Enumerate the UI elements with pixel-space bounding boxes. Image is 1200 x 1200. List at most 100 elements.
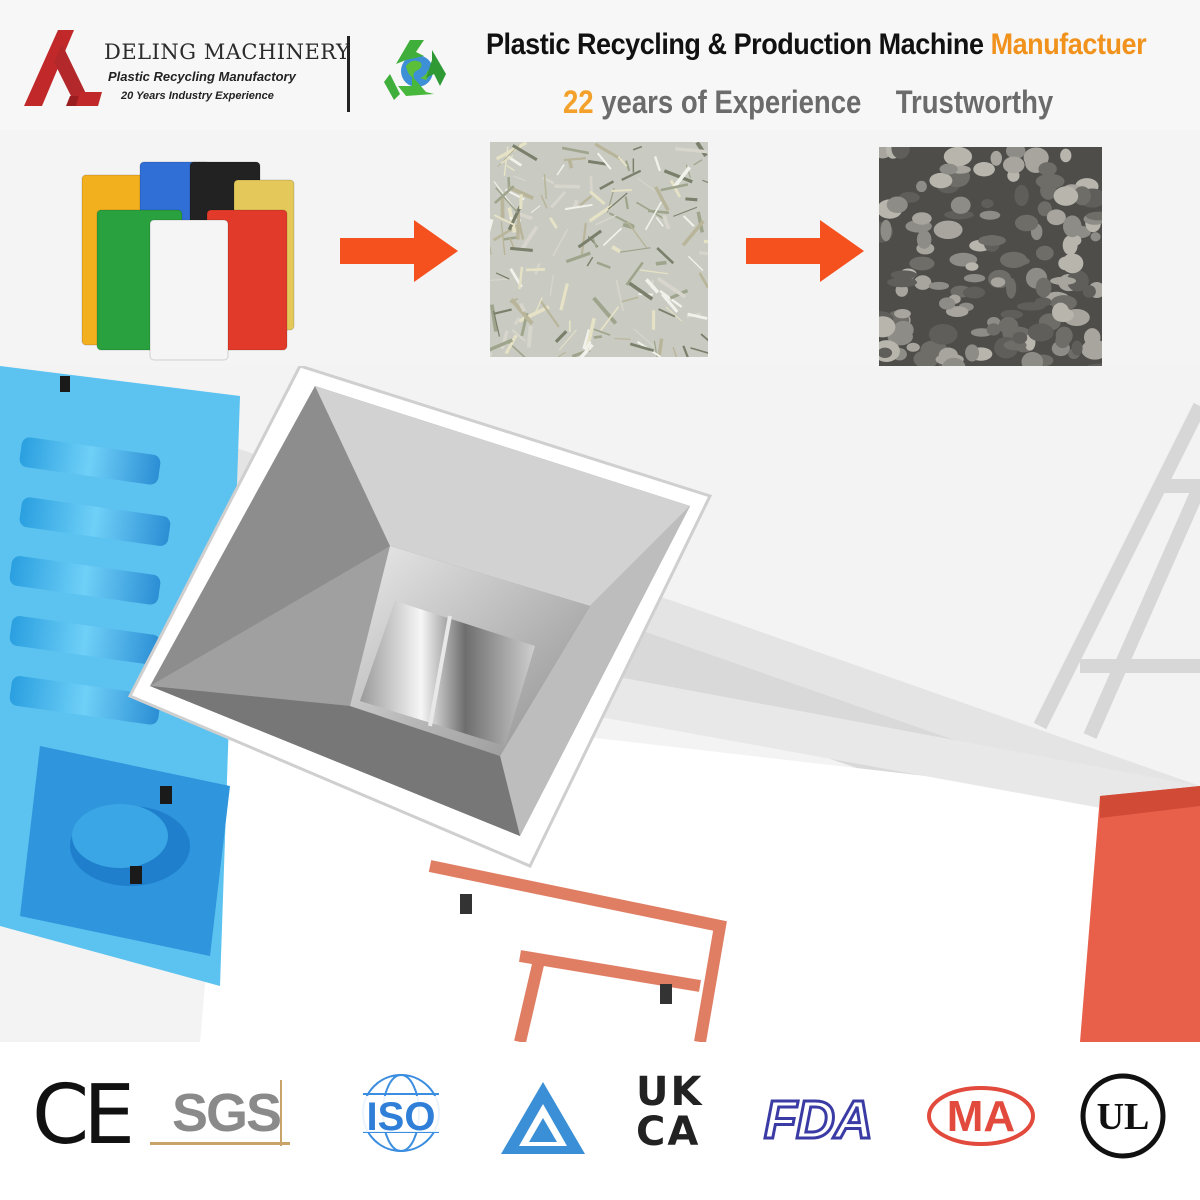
pellet xyxy=(1034,297,1052,307)
shred-fiber xyxy=(506,164,515,172)
shred-fiber xyxy=(493,308,512,315)
shred-fiber xyxy=(700,333,708,342)
shred-fiber xyxy=(495,272,510,280)
pellet xyxy=(1050,276,1077,286)
shred-fiber xyxy=(558,329,577,351)
woven-bags-image xyxy=(81,161,295,361)
pellet xyxy=(933,220,963,240)
pellet xyxy=(879,347,893,358)
shred-fiber xyxy=(500,154,514,164)
shred-fiber xyxy=(693,159,703,166)
shred-fiber xyxy=(509,298,534,326)
shred-fiber xyxy=(698,272,708,289)
shred-fiber xyxy=(504,334,518,355)
pellet xyxy=(963,273,986,283)
pellet xyxy=(906,342,920,352)
shred-fiber xyxy=(565,203,593,211)
pellet xyxy=(944,210,974,220)
pellet xyxy=(1014,184,1029,207)
shred-fiber xyxy=(673,206,698,217)
pellet xyxy=(950,196,971,214)
shred-fiber xyxy=(510,246,533,252)
pellet xyxy=(943,147,973,167)
shred-fiber xyxy=(592,296,618,325)
shred-fiber xyxy=(611,245,622,254)
shred-fiber xyxy=(611,189,632,192)
pellet xyxy=(986,323,1001,336)
shred-fiber xyxy=(518,302,526,312)
pellet xyxy=(1006,277,1017,299)
ul-mark-icon: UL xyxy=(1080,1073,1166,1159)
pellet xyxy=(909,256,935,271)
shred-fiber xyxy=(665,306,683,322)
shred-fiber xyxy=(621,169,642,181)
shred-fiber xyxy=(507,207,517,233)
shred-fiber xyxy=(589,190,606,205)
shred-fiber xyxy=(490,218,494,233)
shred-fiber xyxy=(619,247,651,253)
shred-fiber xyxy=(675,147,708,154)
shred-fiber xyxy=(507,185,535,200)
pellet xyxy=(938,297,956,310)
shred-fiber xyxy=(663,169,693,184)
shredded-plastic-image xyxy=(490,142,708,357)
brand-subtitle: Plastic Recycling Manufactory xyxy=(108,69,296,84)
shred-fiber xyxy=(548,217,558,229)
shred-fiber xyxy=(596,261,611,269)
pellet xyxy=(886,196,908,213)
iso-logo-icon: ISO xyxy=(349,1074,453,1152)
shred-fiber xyxy=(525,268,546,272)
headline-accent: Manufactuer xyxy=(990,28,1147,61)
shred-fiber xyxy=(550,190,567,209)
header-banner xyxy=(0,0,1200,130)
ukca-mark-icon: UK CA xyxy=(636,1072,716,1156)
ul-text: UL xyxy=(1097,1096,1150,1138)
pellet xyxy=(1035,277,1052,298)
shred-fiber xyxy=(672,346,678,357)
shred-fiber xyxy=(500,330,509,350)
shred-fiber xyxy=(567,159,574,169)
pellet xyxy=(893,320,914,339)
recycle-icon xyxy=(384,40,446,100)
pellet xyxy=(999,251,1028,269)
pellet xyxy=(1027,323,1054,342)
brand-name: DELING MACHINERY xyxy=(104,40,351,64)
shred-fiber xyxy=(629,342,655,353)
shred-fiber xyxy=(682,345,689,357)
shred-fiber xyxy=(490,304,498,332)
shred-fiber xyxy=(690,347,708,354)
shred-fiber xyxy=(672,166,692,189)
shred-fiber xyxy=(669,179,682,198)
shred-fiber xyxy=(608,212,635,227)
sgs-logo-icon: SGS xyxy=(150,1080,290,1150)
pellet xyxy=(939,163,958,175)
pellet xyxy=(1014,214,1039,232)
pellet xyxy=(928,323,958,345)
bag-shape xyxy=(149,219,229,361)
pellet xyxy=(1061,253,1084,274)
pellet xyxy=(990,277,1006,288)
pellet xyxy=(1002,156,1025,174)
pellet xyxy=(1021,351,1044,369)
shred-fiber xyxy=(661,293,679,313)
shred-fiber xyxy=(661,214,671,230)
pellet xyxy=(1082,285,1096,298)
pellet xyxy=(914,275,932,290)
tagline-years-number: 22 xyxy=(563,84,594,120)
pellet xyxy=(1035,245,1054,261)
headline: Plastic Recycling & Production Machine M… xyxy=(486,28,1147,62)
shred-fiber xyxy=(493,310,501,337)
pellet xyxy=(1071,340,1083,356)
shred-fiber xyxy=(490,278,511,282)
shred-fiber xyxy=(594,142,622,161)
pellet xyxy=(973,162,995,177)
ma-text: MA xyxy=(947,1092,1015,1141)
shred-fiber xyxy=(540,194,548,209)
shred-fiber xyxy=(587,159,607,166)
shred-fiber xyxy=(687,255,704,272)
ce-mark-icon: CE xyxy=(32,1068,135,1163)
shred-fiber xyxy=(520,225,539,251)
shred-fiber xyxy=(699,251,708,256)
shred-fiber xyxy=(655,216,664,227)
